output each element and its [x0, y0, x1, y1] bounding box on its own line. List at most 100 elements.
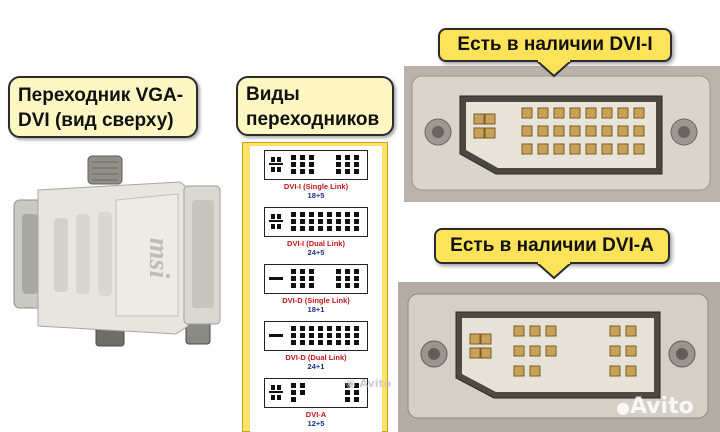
digital-pin [300, 283, 305, 288]
digital-pin [336, 326, 341, 331]
digital-pin [318, 326, 323, 331]
digital-pin [336, 169, 341, 174]
digital-pin [345, 283, 350, 288]
analog-pin [277, 224, 281, 229]
contact-pin [625, 365, 637, 377]
connector-type-name: DVI-I (Single Link) [283, 182, 349, 191]
digital-pin [345, 212, 350, 217]
digital-pin [300, 326, 305, 331]
avito-large-icon: ● [616, 398, 630, 417]
contact-pin [625, 345, 637, 357]
dvi-i-connector [404, 66, 720, 202]
analog-blade [269, 391, 283, 393]
contact-pin [633, 125, 645, 137]
contact-pin [601, 143, 613, 155]
digital-pin [354, 383, 359, 388]
dvi-i-pin-grid [473, 107, 645, 155]
digital-pin [300, 340, 305, 345]
digital-pin [309, 169, 314, 174]
contact-pin [585, 125, 597, 137]
analog-pin [271, 214, 275, 219]
adapter-photo: msi [8, 148, 226, 360]
avito-large-text: Avito [629, 394, 694, 419]
contact-pin [521, 125, 533, 137]
contact-pin [513, 345, 525, 357]
analog-pin [271, 385, 275, 390]
digital-pin [309, 226, 314, 231]
contact-pin [609, 345, 621, 357]
ground-blade [269, 334, 283, 337]
digital-pin [345, 226, 350, 231]
digital-pin [300, 383, 305, 388]
digital-pin [291, 326, 296, 331]
digital-pin [291, 333, 296, 338]
contact-pin [609, 365, 621, 377]
digital-pin [300, 155, 305, 160]
avito-small-icon: ◉ [346, 377, 356, 390]
connector-diagram-dvi-i-dual [264, 207, 368, 237]
pin-layout-dvi-d-single [269, 269, 359, 288]
digital-pin [327, 333, 332, 338]
digital-pin [291, 269, 296, 274]
digital-pin [291, 390, 296, 395]
digital-pin [354, 397, 359, 402]
digital-pin [345, 276, 350, 281]
digital-pin [327, 326, 332, 331]
types-label-line1: Виды [246, 84, 300, 105]
contact-pin [545, 325, 557, 337]
contact-pin [617, 143, 629, 155]
contact-pin [469, 333, 481, 345]
contact-pin [513, 325, 525, 337]
contact-pin [529, 325, 541, 337]
digital-pin [345, 340, 350, 345]
avito-small-text: Avito [359, 377, 392, 390]
digital-pin [309, 212, 314, 217]
dvi-a-callout: Есть в наличии DVI-A [434, 228, 670, 264]
digital-pin [291, 397, 296, 402]
digital-pin [300, 390, 305, 395]
contact-pin [529, 365, 541, 377]
digital-pin [309, 219, 314, 224]
analog-pin [277, 157, 281, 162]
contact-pin [569, 125, 581, 137]
digital-pin [300, 276, 305, 281]
connector-caption-dvi-i-dual: DVI-I (Dual Link)24+5 [250, 239, 382, 257]
connector-pin-count: 24+1 [307, 362, 325, 371]
digital-pin [336, 333, 341, 338]
digital-pin [300, 226, 305, 231]
digital-pin [291, 383, 296, 388]
connector-pin-count: 18+1 [307, 305, 325, 314]
types-label: Виды переходников [236, 76, 394, 136]
contact-pin [473, 113, 485, 125]
digital-pin [354, 155, 359, 160]
analog-pin [271, 167, 275, 172]
digital-pin [309, 155, 314, 160]
contact-pin [521, 143, 533, 155]
contact-pin [625, 325, 637, 337]
connector-type-name: DVI-D (Single Link) [282, 296, 350, 305]
contact-pin [585, 143, 597, 155]
digital-pin [345, 326, 350, 331]
contact-pin [480, 333, 492, 345]
digital-pin [336, 283, 341, 288]
analog-pin [277, 385, 281, 390]
digital-pin [336, 155, 341, 160]
digital-pin [354, 390, 359, 395]
contact-pin [469, 347, 481, 359]
contact-pin [553, 107, 565, 119]
connector-pin-count: 18+5 [307, 191, 325, 200]
contact-pin [569, 143, 581, 155]
digital-pin [309, 326, 314, 331]
connector-type-name: DVI-I (Dual Link) [287, 239, 345, 248]
digital-pin [354, 340, 359, 345]
contact-pin [585, 107, 597, 119]
contact-pin [569, 107, 581, 119]
adapter-label: Переходник VGA- DVI (вид сверху) [8, 76, 198, 138]
connector-type-name: DVI-D (Dual Link) [285, 353, 347, 362]
avito-watermark-small: ◉ Avito [346, 377, 391, 390]
digital-pin [354, 333, 359, 338]
digital-pin [309, 162, 314, 167]
connector-diagram-dvi-d-dual [264, 321, 368, 351]
digital-pin [291, 276, 296, 281]
